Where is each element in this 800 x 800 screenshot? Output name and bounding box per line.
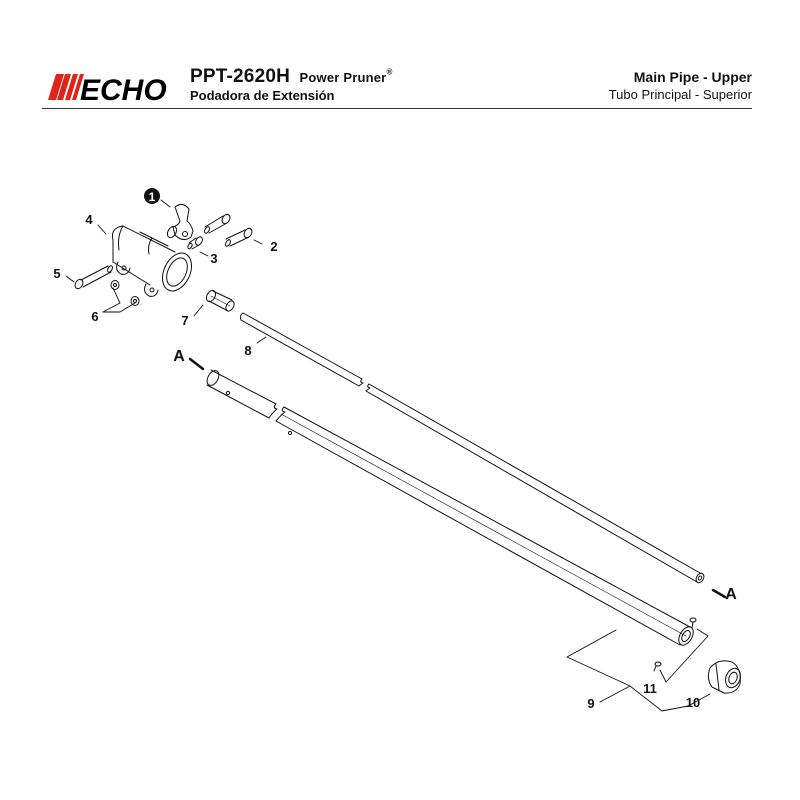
model-number: PPT-2620H bbox=[190, 66, 291, 87]
leader-lines bbox=[65, 199, 727, 712]
section-title: Main Pipe - Upper bbox=[633, 69, 752, 85]
callout-8: 8 bbox=[244, 343, 251, 358]
product-name-es: Podadora de Extensión bbox=[190, 88, 335, 103]
part-10-cap-nut bbox=[707, 660, 741, 694]
callout-6: 6 bbox=[91, 309, 98, 324]
svg-text:1: 1 bbox=[149, 190, 156, 204]
part-2-screws bbox=[204, 213, 253, 247]
echo-logo: ECHO bbox=[48, 74, 167, 104]
callout-1: 1 bbox=[144, 188, 160, 204]
reference-a-left: A bbox=[173, 348, 185, 365]
section-subtitle: Tubo Principal - Superior bbox=[608, 87, 752, 102]
part-7-coupler bbox=[205, 289, 235, 312]
callout-9: 9 bbox=[587, 696, 594, 711]
callout-5: 5 bbox=[53, 266, 60, 281]
callout-7: 7 bbox=[181, 313, 188, 328]
header-rule bbox=[42, 108, 752, 109]
callout-3: 3 bbox=[210, 251, 217, 266]
model-line: PPT-2620H Power Pruner® bbox=[190, 66, 393, 88]
product-name-en: Power Pruner bbox=[299, 70, 387, 85]
reference-a-right: A bbox=[725, 586, 737, 603]
page-header: ECHO PPT-2620H Power Pruner® Podadora de… bbox=[0, 0, 800, 112]
part-1-knob bbox=[166, 203, 194, 241]
part-8-drive-shaft bbox=[239, 312, 705, 584]
part-9-main-pipe bbox=[206, 369, 694, 646]
callout-2: 2 bbox=[270, 239, 277, 254]
part-11-screws bbox=[653, 617, 697, 672]
callout-10: 10 bbox=[686, 695, 700, 710]
brand-wordmark: ECHO bbox=[80, 74, 167, 104]
part-6-nuts bbox=[110, 280, 140, 306]
part-5-bolt bbox=[74, 265, 113, 290]
part-4-clamp-housing bbox=[112, 225, 193, 297]
callout-11: 11 bbox=[643, 681, 657, 696]
part-3-short-screw bbox=[187, 236, 203, 250]
registered-mark: ® bbox=[386, 67, 393, 77]
callout-4: 4 bbox=[85, 212, 93, 227]
